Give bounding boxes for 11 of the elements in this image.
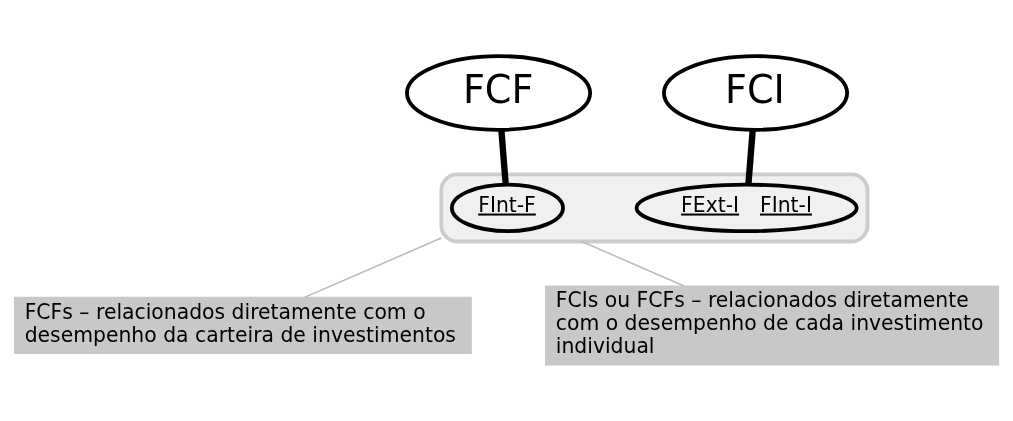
- node-ellipse: FCF: [405, 54, 593, 132]
- node-box: FCIs ou FCFs – relacionados diretamente com o desempenho de cada investimento individual: [545, 285, 1000, 366]
- cluster: [439, 172, 870, 244]
- node-ellipse: FCI: [662, 54, 850, 132]
- connector: [498, 130, 509, 185]
- node-ellipse: FExt-I FInt-I: [634, 182, 859, 234]
- node-box: FCFs – relacionados diretamente com o desempenho da carteira de investimentos: [13, 296, 472, 355]
- connector: [745, 130, 756, 185]
- connector: [581, 240, 685, 287]
- node-ellipse: FInt-F: [449, 182, 565, 234]
- connector: [303, 237, 443, 299]
